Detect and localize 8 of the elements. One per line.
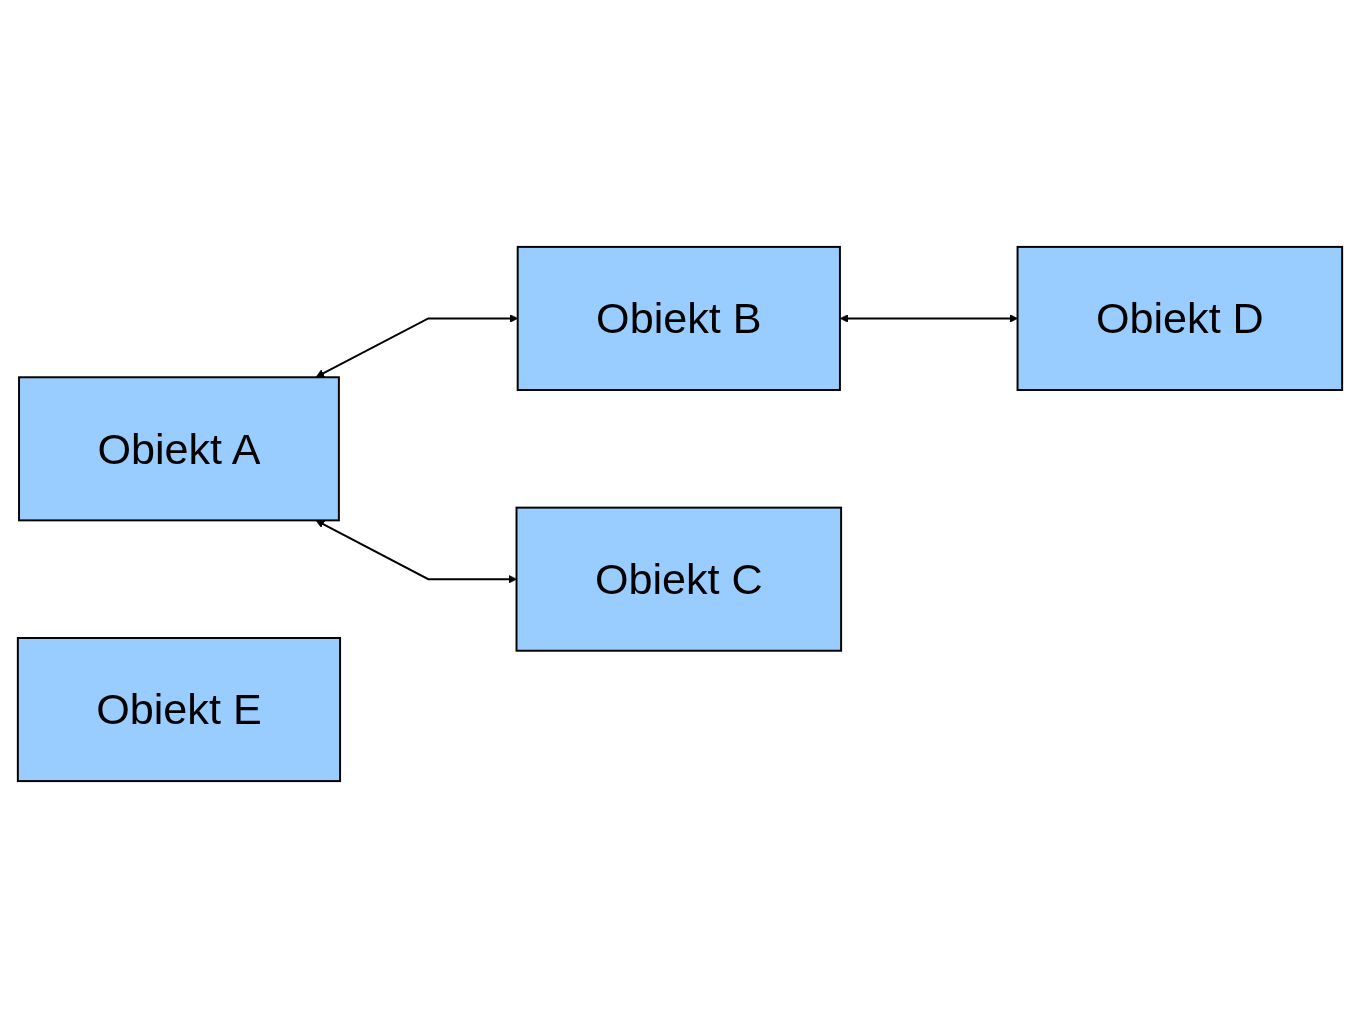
node-box: Obiekt A — [17, 375, 340, 521]
node-box: Obiekt C — [515, 506, 842, 652]
node-box: Obiekt B — [516, 245, 841, 391]
arrow — [315, 519, 517, 583]
arrow — [315, 313, 518, 377]
node-box: Obiekt E — [16, 636, 341, 782]
arrow — [839, 313, 1018, 323]
node-box: Obiekt D — [1016, 245, 1343, 391]
